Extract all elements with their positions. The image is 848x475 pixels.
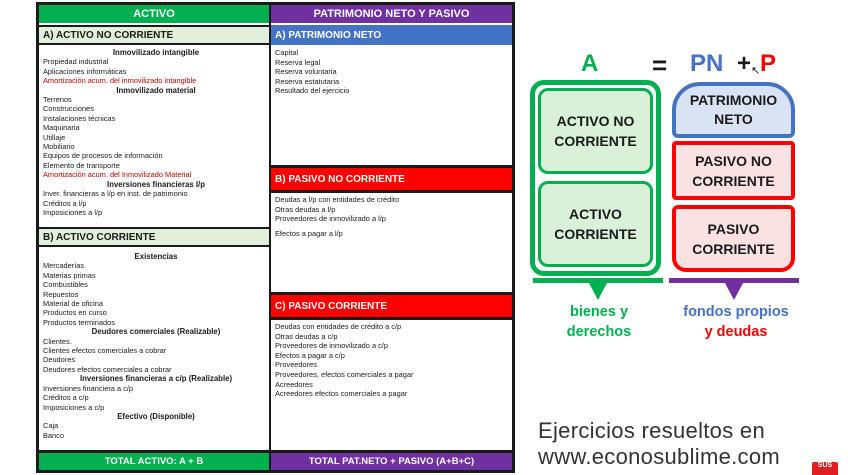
list-item: Clientes. — [43, 336, 72, 346]
balance-table: ACTIVO A) ACTIVO NO CORRIENTE Inmoviliza… — [36, 2, 515, 473]
list-item: Combustibles — [43, 280, 88, 290]
list-item: Otras deudas a l/p — [275, 204, 336, 214]
list-item: Existencias — [134, 252, 178, 261]
pasivo-no-corriente-box: PASIVO NO CORRIENTE — [672, 141, 795, 200]
cursor-icon: ↖ — [751, 65, 761, 77]
list-item: Maquinaria — [43, 123, 80, 133]
list-item: Deudores efectos comerciales a cobrar — [43, 364, 172, 374]
section-pasivo-no-corriente: B) PASIVO NO CORRIENTE — [271, 168, 512, 190]
list-item: Terrenos — [43, 95, 72, 105]
list-item: Otras deudas a c/p — [275, 331, 338, 341]
section-pasivo-corriente: C) PASIVO CORRIENTE — [271, 295, 512, 317]
list-item: Capital — [275, 48, 299, 57]
list-item: Equipos de procesos de información — [43, 151, 163, 161]
activo-column: ACTIVO A) ACTIVO NO CORRIENTE Inmoviliza… — [39, 5, 269, 470]
list-item: Proveedores de inmovilizado a l/p — [275, 214, 386, 224]
list-item: Amortización acum. del inmovilizado inta… — [43, 76, 197, 86]
divider — [271, 450, 512, 453]
list-item: Productos terminados — [43, 317, 115, 327]
list-item: Efectivo (Disponible) — [117, 411, 195, 421]
list-item: Resultado del ejercicio — [275, 86, 350, 96]
green-brace-icon — [533, 278, 663, 300]
section-activo-no-corriente: A) ACTIVO NO CORRIENTE — [39, 25, 269, 45]
list-item: Reserva estatutaria — [275, 76, 340, 86]
list-item: Mobiliario — [43, 142, 75, 152]
list-item: Reserva legal — [275, 57, 321, 67]
list-item: Efectos a pagar a l/p — [275, 228, 343, 238]
list-item: Materias primas — [43, 270, 96, 280]
logo: SUS — [812, 462, 838, 475]
divider — [271, 165, 512, 168]
list-item: Amortización acum. del Inmovilizado Mate… — [43, 170, 192, 180]
label-fondos-propios: fondos propios — [683, 304, 789, 320]
list-item: Créditos a l/p — [43, 198, 87, 208]
list-item: Reserva voluntaria — [275, 67, 337, 77]
equation-plus: + — [737, 50, 752, 77]
list-item: Acreedores — [275, 379, 313, 389]
list-item: Inversiones financieras l/p — [107, 179, 205, 189]
equation-equals: = — [652, 50, 668, 80]
purple-brace-icon — [669, 278, 799, 300]
list-item: Deudores comerciales (Realizable) — [91, 327, 221, 337]
divider — [271, 317, 512, 320]
list-item: Proveedores — [275, 360, 317, 370]
total-activo: TOTAL ACTIVO: A + B — [39, 453, 269, 470]
activo-corriente-box: ACTIVO CORRIENTE — [538, 181, 653, 267]
list-item: Inversiones financiera a c/p — [43, 383, 133, 393]
list-item: Inmovilizado intangible — [112, 48, 200, 57]
patrimonio-pasivo-header: PATRIMONIO NETO Y PASIVO — [271, 5, 512, 23]
list-item: Imposiciones a c/p — [43, 402, 105, 412]
list-item: Construcciones — [43, 104, 94, 114]
list-item: Proveedores de inmovilizado a c/p — [275, 341, 388, 351]
equation-a: A — [581, 50, 599, 77]
list-item: Efectos a pagar a c/p — [275, 350, 345, 360]
list-item: Caja — [43, 421, 59, 431]
activo-no-corriente-box: ACTIVO NO CORRIENTE — [538, 88, 653, 174]
list-item: Productos en curso — [43, 308, 107, 318]
list-item: Inver. financieras a l/p en inst. de pat… — [43, 189, 188, 199]
label-deudas: y deudas — [704, 324, 768, 340]
list-item: Mercaderías — [43, 261, 85, 271]
list-item: Elemento de transporte — [43, 160, 120, 170]
label-bienes-derechos: bienes y derechos — [566, 304, 632, 340]
list-item: Créditos a c/p — [43, 393, 89, 403]
list-item: Propiedad industrial — [43, 57, 109, 67]
list-item: Acreedores efectos comerciales a pagar — [275, 389, 408, 399]
pasivo-column: PATRIMONIO NETO Y PASIVO A) PATRIMONIO N… — [271, 5, 512, 470]
list-item: Imposiciones a l/p — [43, 207, 103, 217]
list-item: Clientes efectos comerciales a cobrar — [43, 346, 167, 356]
list-item: Deudores — [43, 355, 76, 365]
divider — [271, 292, 512, 295]
list-item: Deudas a l/p con entidades de crédito — [275, 195, 400, 204]
activo-header: ACTIVO — [39, 5, 269, 23]
divider — [39, 450, 269, 453]
list-item: Inmovilizado material — [116, 85, 196, 95]
list-item: Material de oficina — [43, 299, 103, 309]
divider — [271, 190, 512, 193]
list-item: Inversiones financieras a c/p (Realizabl… — [79, 374, 233, 384]
equation-p: P — [760, 50, 777, 77]
list-item: Proveedores, efectos comerciales a pagar — [275, 369, 414, 379]
list-item: Instalaciones técnicas — [43, 113, 116, 123]
total-patrimonio-pasivo: TOTAL PAT.NETO + PASIVO (A+B+C) — [271, 453, 512, 470]
section-activo-corriente: B) ACTIVO CORRIENTE — [39, 227, 269, 247]
patrimonio-neto-box: PATRIMONIO NETO — [672, 82, 795, 138]
list-item: Utillaje — [43, 132, 66, 142]
equation-pn: PN — [690, 50, 724, 77]
pasivo-corriente-box: PASIVO CORRIENTE — [672, 205, 795, 272]
section-patrimonio-neto: A) PATRIMONIO NETO — [271, 25, 512, 45]
list-item: Aplicaciones informáticas — [43, 66, 127, 76]
list-item: Repuestos — [43, 289, 79, 299]
footer-text: Ejercicios resueltos en www.econosublime… — [538, 418, 780, 469]
list-item: Banco — [43, 430, 64, 440]
list-item: Deudas con entidades de crédito a c/p — [275, 322, 402, 331]
